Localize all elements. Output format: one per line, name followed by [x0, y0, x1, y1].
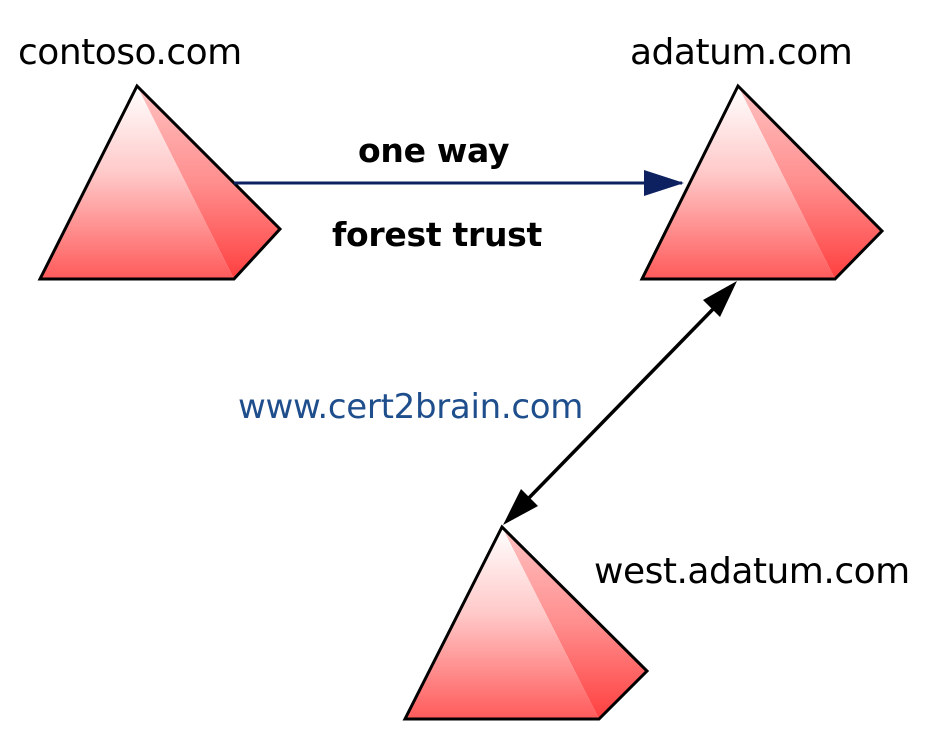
- domain-label-west-adatum: west.adatum.com: [594, 551, 910, 592]
- forest-pyramid-contoso[interactable]: [37, 83, 283, 281]
- pyramid-outline: [639, 83, 885, 281]
- domain-label-contoso: contoso.com: [18, 32, 242, 73]
- trust-label-one-way: one way: [358, 131, 510, 170]
- pyramid-outline: [402, 524, 650, 721]
- forest-pyramid-adatum[interactable]: [639, 83, 885, 281]
- domain-pyramid-west-adatum[interactable]: [402, 524, 650, 721]
- pyramid-front-face: [405, 527, 599, 719]
- pyramid-side-face: [738, 86, 882, 279]
- arrowhead-icon-bottom: [503, 489, 538, 525]
- trust-label-forest-trust: forest trust: [332, 215, 542, 254]
- pyramid-front-face: [40, 86, 234, 279]
- watermark-text: www.cert2brain.com: [238, 387, 584, 427]
- pyramid-side-face: [502, 527, 647, 719]
- arrowhead-icon: [644, 170, 684, 196]
- domain-label-adatum: adatum.com: [630, 32, 853, 73]
- pyramid-front-face: [642, 86, 835, 279]
- pyramid-side-face: [137, 86, 280, 279]
- pyramid-outline: [37, 83, 283, 281]
- two-way-trust-arrow: [522, 302, 720, 505]
- arrowhead-icon-top: [703, 281, 737, 317]
